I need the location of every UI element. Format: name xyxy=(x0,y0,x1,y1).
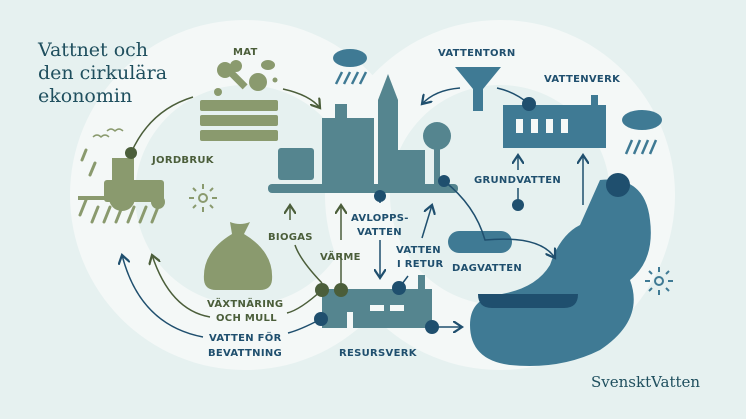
label-grundvatten: GRUNDVATTEN xyxy=(474,175,561,186)
title-line-2: den cirkulära xyxy=(38,62,167,84)
lake-icon xyxy=(470,179,651,366)
label-biogas: BIOGAS xyxy=(268,232,313,243)
label-varme: VÄRME xyxy=(320,249,361,263)
label-bevattning-1: VATTEN FÖR xyxy=(209,330,282,344)
label-vatten-i-retur-2: I RETUR xyxy=(397,259,443,270)
title-line-3: ekonomin xyxy=(38,85,132,107)
sun-icon-right xyxy=(645,267,673,295)
groundwater-node xyxy=(512,199,524,211)
label-jordbruk: JORDBRUK xyxy=(151,155,215,166)
cloud-rain-icon xyxy=(333,49,368,85)
swimmer-icon xyxy=(606,173,630,197)
label-avloppsvatten-1: AVLOPPS- xyxy=(351,213,409,224)
label-vattentorn: VATTENTORN xyxy=(438,48,516,59)
food-crate-icon xyxy=(200,60,278,141)
cloud-rain-icon-right xyxy=(622,110,662,155)
title-line-1: Vattnet och xyxy=(37,39,148,61)
label-vaxtnaring-1: VÄXTNÄRING xyxy=(207,296,283,310)
varme-node xyxy=(334,283,348,297)
compost-bag-icon xyxy=(203,222,273,290)
stormwater-pond-icon xyxy=(448,231,512,253)
label-vattenverk: VATTENVERK xyxy=(544,74,621,85)
resource-plant-icon xyxy=(322,275,432,328)
waterworks-icon xyxy=(503,95,606,148)
label-vatten-i-retur-1: VATTEN xyxy=(396,245,441,256)
city-icon xyxy=(268,74,458,193)
flow-arrows xyxy=(122,87,583,338)
label-bevattning-2: BEVATTNING xyxy=(208,348,282,359)
label-dagvatten: DAGVATTEN xyxy=(452,263,522,274)
label-vaxtnaring-2: OCH MULL xyxy=(216,313,277,324)
svenskt-vatten-logo: SvensktVatten xyxy=(591,373,700,391)
label-avloppsvatten-2: VATTEN xyxy=(357,227,402,238)
canoe-icon xyxy=(478,294,578,308)
sun-icon xyxy=(189,184,217,212)
label-resursverk: RESURSVERK xyxy=(339,348,418,359)
tractor-icon xyxy=(78,128,165,224)
label-mat: MAT xyxy=(233,47,258,58)
water-tower-icon xyxy=(455,67,501,111)
